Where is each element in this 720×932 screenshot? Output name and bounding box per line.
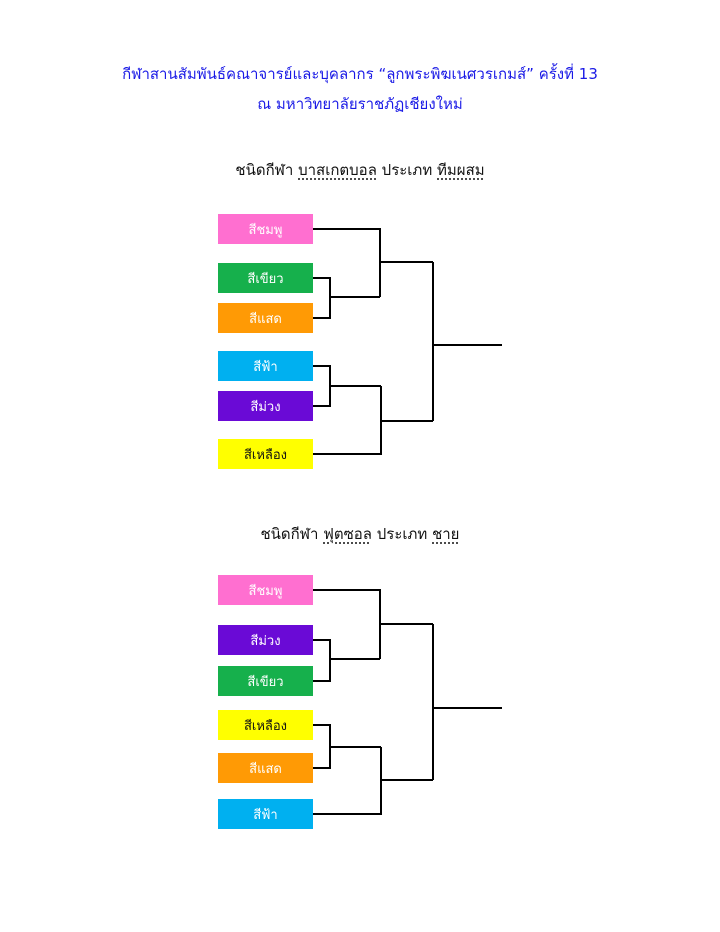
type-name: ทีมผสม bbox=[437, 161, 485, 179]
event-title: กีฬาสานสัมพันธ์คณาจารย์และบุคลากร “ลูกพร… bbox=[122, 65, 598, 83]
team-slot-orange: สีแสด bbox=[218, 753, 313, 783]
team-slot-skyblue: สีฟ้า bbox=[218, 799, 313, 829]
bracket-1-heading: ชนิดกีฬา บาสเกตบอล ประเภท ทีมผสม bbox=[0, 158, 720, 182]
team-slot-pink: สีชมพู bbox=[218, 214, 313, 244]
team-slot-yellow: สีเหลือง bbox=[218, 710, 313, 740]
bracket-2-heading: ชนิดกีฬา ฟุตซอล ประเภท ชาย bbox=[0, 522, 720, 546]
team-slot-pink: สีชมพู bbox=[218, 575, 313, 605]
sport-name: บาสเกตบอล bbox=[298, 161, 377, 179]
type-label: ประเภท bbox=[381, 161, 433, 179]
team-slot-green: สีเขียว bbox=[218, 263, 313, 293]
type-name: ชาย bbox=[432, 525, 460, 543]
team-slot-green: สีเขียว bbox=[218, 666, 313, 696]
type-label: ประเภท bbox=[376, 525, 428, 543]
team-slot-purple: สีม่วง bbox=[218, 625, 313, 655]
team-slot-yellow: สีเหลือง bbox=[218, 439, 313, 469]
event-venue: ณ มหาวิทยาลัยราชภัฏเชียงใหม่ bbox=[257, 95, 463, 113]
sport-name: ฟุตซอล bbox=[323, 525, 372, 543]
sport-label: ชนิดกีฬา bbox=[235, 161, 294, 179]
team-slot-purple: สีม่วง bbox=[218, 391, 313, 421]
team-slot-orange: สีแสด bbox=[218, 303, 313, 333]
team-slot-skyblue: สีฟ้า bbox=[218, 351, 313, 381]
sport-label: ชนิดกีฬา bbox=[260, 525, 319, 543]
